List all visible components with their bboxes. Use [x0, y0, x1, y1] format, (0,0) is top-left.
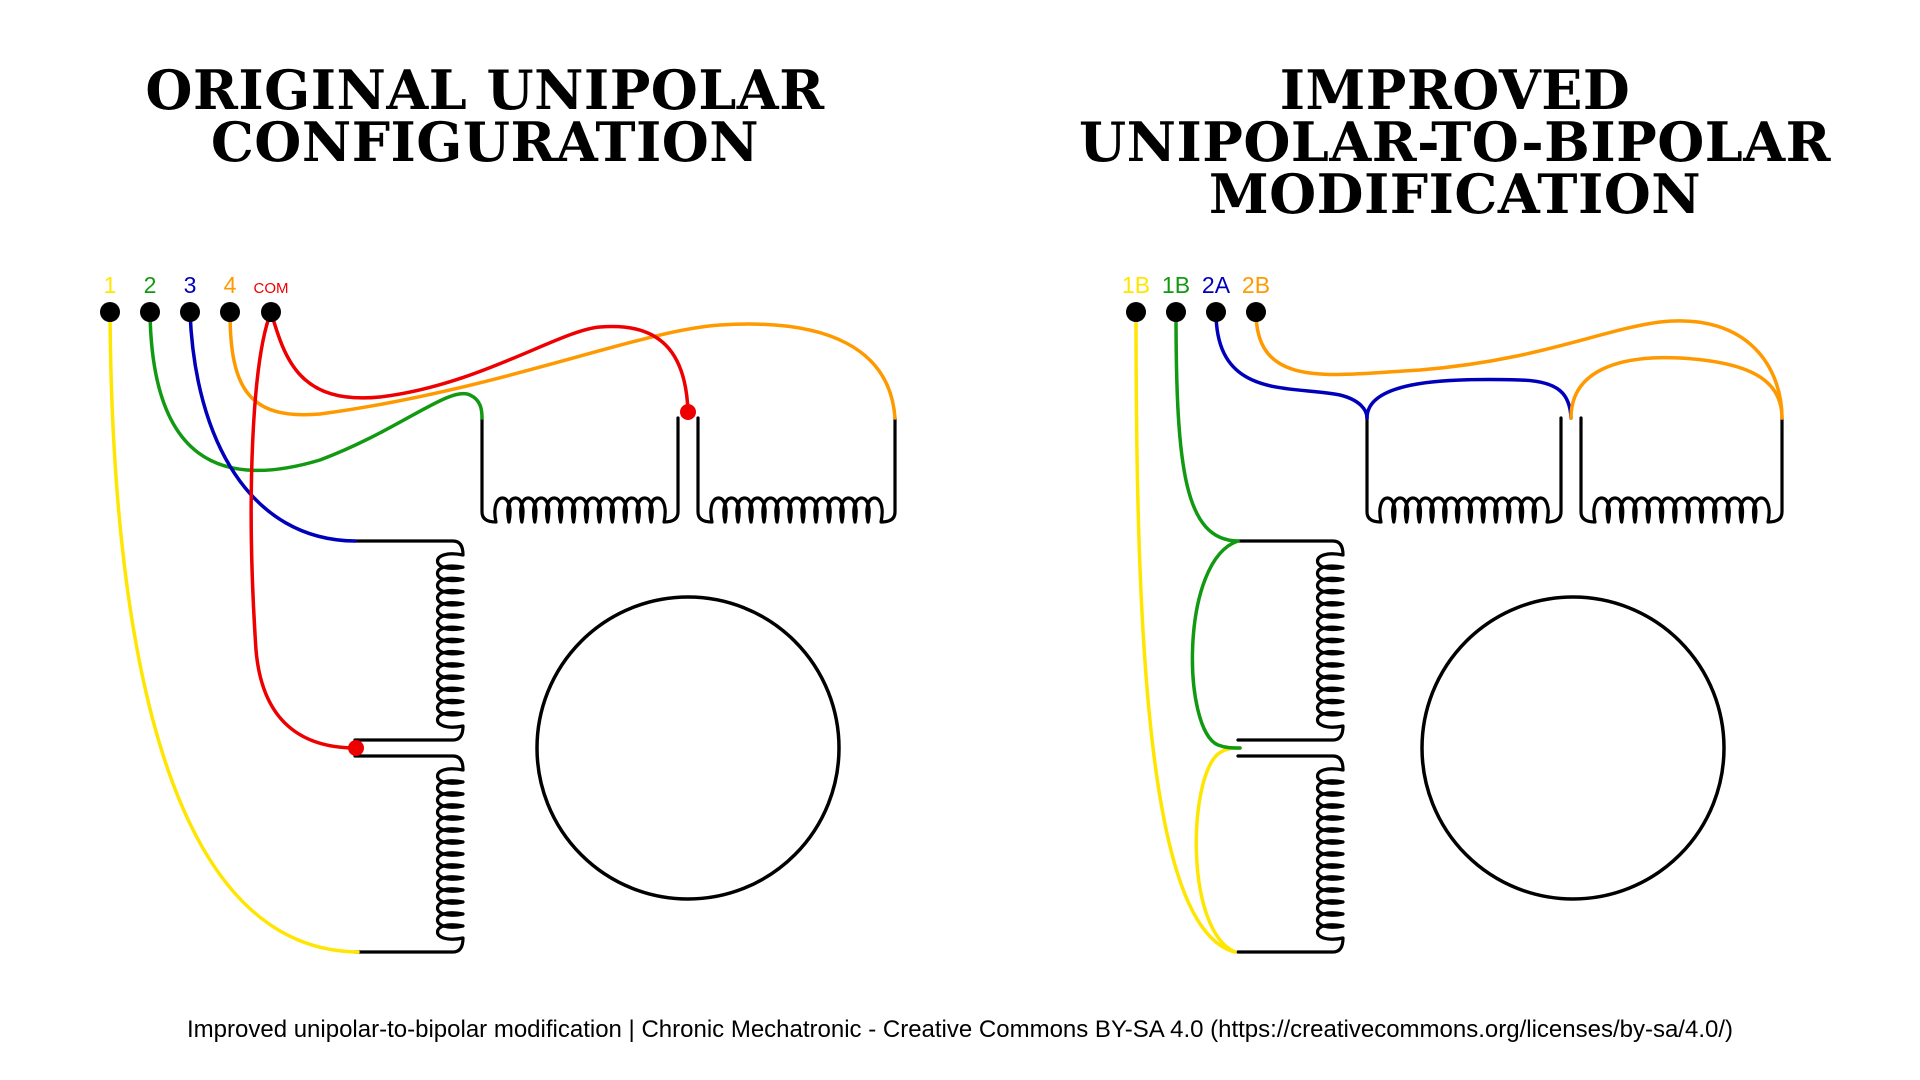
left-wire-1-yellow [108, 310, 360, 954]
right-terminal-label-1b-yellow: 1B [1122, 272, 1150, 298]
right-panel-title: IMPROVED UNIPOLAR-TO-BIPOLAR MODIFICATIO… [1060, 58, 1850, 226]
left-title-line-2: CONFIGURATION [210, 110, 760, 174]
right-wire-green-bridge [1190, 539, 1242, 750]
right-terminal-dot-1b-yellow[interactable] [1126, 302, 1146, 322]
left-terminal-dot-4[interactable] [220, 302, 240, 322]
right-top-coil-b [1579, 416, 1784, 524]
left-wire-com-red-b [249, 310, 358, 750]
right-wire-orange-bridge [1569, 355, 1784, 420]
left-junction-dot-top [680, 404, 696, 420]
right-wire-2a-blue [1214, 310, 1369, 420]
left-terminal-dot-1[interactable] [100, 302, 120, 322]
right-wire-2b-orange [1254, 310, 1784, 420]
left-wire-2-green [148, 310, 484, 473]
left-wire-com-red-a [269, 310, 690, 414]
right-side-coil-a [1236, 539, 1345, 742]
left-terminal-label-4: 4 [224, 272, 237, 298]
right-terminal-dot-2b[interactable] [1246, 302, 1266, 322]
left-title-line-1: ORIGINAL UNIPOLAR [145, 58, 825, 122]
left-terminal-label-3: 3 [184, 272, 197, 298]
right-title-line-3: MODIFICATION [1208, 162, 1702, 226]
right-title-line-1: IMPROVED [1279, 58, 1631, 122]
right-terminal-dot-1b-green[interactable] [1166, 302, 1186, 322]
right-terminal-label-2b: 2B [1242, 272, 1270, 298]
right-wire-1b-green [1174, 310, 1240, 543]
left-terminal-label-com: COM [254, 280, 289, 297]
attribution-caption: Improved unipolar-to-bipolar modificatio… [187, 1016, 1733, 1043]
left-wire-3-blue [188, 310, 357, 543]
left-top-coil-a [480, 416, 680, 524]
left-terminal-dot-2[interactable] [140, 302, 160, 322]
left-terminal-dot-3[interactable] [180, 302, 200, 322]
left-junction-dot-side [348, 740, 364, 756]
right-wire-1b-yellow [1134, 310, 1237, 954]
right-wire-blue-bridge [1365, 377, 1573, 420]
right-rotor-circle [1420, 595, 1726, 901]
left-terminal-label-1: 1 [104, 272, 117, 298]
left-side-coil-b [353, 754, 465, 954]
left-side-coil-a [353, 539, 465, 742]
right-title-line-2: UNIPOLAR-TO-BIPOLAR [1079, 110, 1831, 174]
left-terminal-label-2: 2 [144, 272, 157, 298]
right-terminal-label-2a: 2A [1202, 272, 1231, 298]
right-terminal-label-1b-green: 1B [1162, 272, 1190, 298]
left-top-coil-b [696, 416, 897, 524]
right-wiring-panel: 1B 1B 2A 2B [1122, 272, 1784, 954]
left-wire-4-orange [228, 310, 897, 420]
left-rotor-circle [535, 595, 841, 901]
right-terminal-dot-2a[interactable] [1206, 302, 1226, 322]
left-panel-title: ORIGINAL UNIPOLAR CONFIGURATION [90, 58, 880, 174]
right-side-coil-b [1236, 754, 1345, 954]
left-terminal-dot-com[interactable] [261, 302, 281, 322]
left-wiring-panel: 1 2 3 4 COM [100, 272, 897, 954]
right-top-coil-a [1365, 416, 1563, 524]
right-wire-yellow-bridge [1194, 746, 1242, 954]
